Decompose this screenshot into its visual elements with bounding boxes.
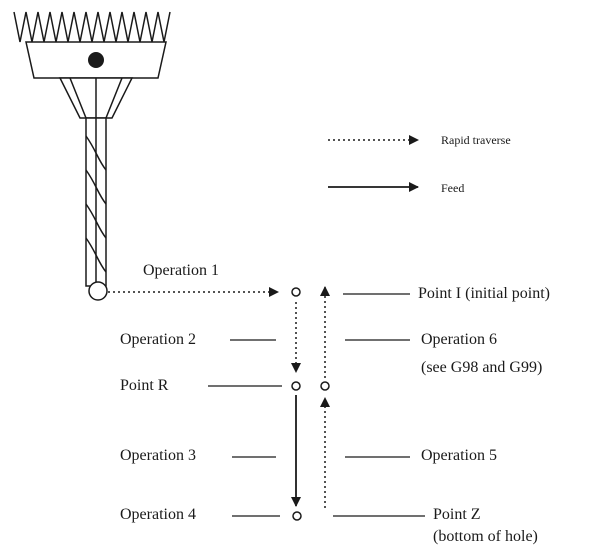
operation-4-label: Operation 4 bbox=[120, 506, 196, 523]
point-r-label: Point R bbox=[120, 377, 169, 394]
operation-6-note: (see G98 and G99) bbox=[421, 359, 543, 376]
point-z-label: Point Z bbox=[433, 506, 481, 523]
operation-3-label: Operation 3 bbox=[120, 447, 196, 464]
point-i-label: Point I (initial point) bbox=[418, 285, 550, 302]
operation-1-label: Operation 1 bbox=[143, 262, 219, 279]
point-z-marker bbox=[292, 511, 302, 521]
legend-rapid-label: Rapid traverse bbox=[441, 133, 511, 147]
operation-5-label: Operation 5 bbox=[421, 447, 497, 464]
drill-bit-icon bbox=[85, 117, 108, 301]
spindle-icon bbox=[13, 11, 171, 119]
point-r-marker bbox=[291, 381, 301, 391]
operation-2-label: Operation 2 bbox=[120, 331, 196, 348]
point-i-marker bbox=[291, 287, 301, 297]
legend-feed-label: Feed bbox=[441, 181, 465, 195]
operation-6-label: Operation 6 bbox=[421, 331, 497, 348]
point-r-return-marker bbox=[320, 381, 330, 391]
point-z-note: (bottom of hole) bbox=[433, 528, 538, 545]
leader-lines bbox=[208, 293, 425, 517]
